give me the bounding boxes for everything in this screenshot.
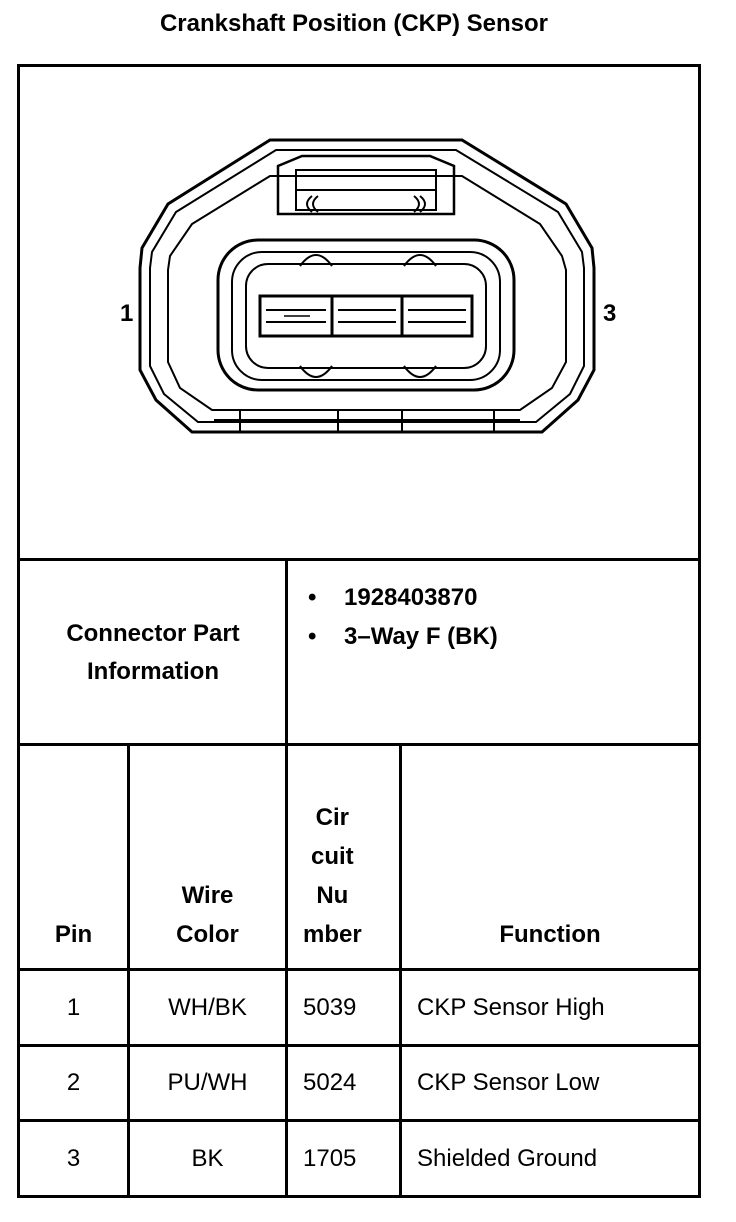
part-info-label-line: Connector Part — [66, 620, 240, 647]
divider-line — [17, 1119, 701, 1122]
header-circuit-number: Cir cuit Nu mber — [288, 746, 399, 968]
table-cell-pin: 1 — [66, 993, 81, 1021]
table-cell-function: Shielded Ground — [417, 1144, 598, 1172]
table-frame — [17, 64, 701, 1198]
part-info-list: • 1928403870 • 3–Way F (BK) — [300, 578, 498, 656]
connector-diagram — [138, 138, 596, 434]
table-cell-wire-color: BK — [191, 1144, 224, 1172]
divider-line — [17, 743, 701, 746]
header-text: Function — [499, 921, 601, 948]
divider-line — [285, 558, 288, 1198]
pin-1-label: 1 — [120, 300, 134, 327]
header-function: Function — [402, 746, 698, 968]
header-wire-color: Wire Color — [130, 746, 285, 968]
bullet-icon: • — [308, 622, 317, 650]
part-info-label-line: Information — [86, 658, 219, 685]
list-item: • 3–Way F (BK) — [300, 617, 498, 656]
list-item: • 1928403870 — [300, 578, 498, 617]
header-text: mber — [303, 921, 362, 948]
header-text: Cir — [315, 804, 350, 831]
table-cell-circuit: 1705 — [303, 1144, 357, 1172]
table-cell-pin: 2 — [66, 1069, 81, 1096]
divider-line — [399, 743, 402, 1198]
bullet-icon: • — [308, 583, 317, 611]
header-text: Wire — [181, 882, 234, 909]
table-cell-pin: 3 — [66, 1144, 81, 1172]
connector-type: 3–Way F (BK) — [344, 622, 498, 650]
divider-line — [17, 1044, 701, 1047]
table-cell-circuit: 5024 — [303, 1069, 357, 1096]
table-cell-function: CKP Sensor Low — [417, 1069, 600, 1096]
divider-line — [127, 743, 130, 1198]
header-pin: Pin — [20, 746, 127, 968]
table-cell-circuit: 5039 — [303, 993, 357, 1021]
table-cell-wire-color: WH/BK — [168, 993, 247, 1021]
divider-line — [17, 968, 701, 971]
page-title: Crankshaft Position (CKP) Sensor — [159, 10, 549, 37]
divider-line — [17, 558, 701, 561]
pin-3-label: 3 — [603, 300, 617, 327]
header-text: Color — [176, 921, 239, 948]
header-text: Nu — [316, 882, 349, 909]
part-info-label: Connector Part Information — [20, 562, 286, 744]
table-cell-function: CKP Sensor High — [417, 993, 605, 1021]
header-text: cuit — [311, 843, 354, 870]
part-number: 1928403870 — [344, 583, 478, 611]
header-pin-text: Pin — [54, 921, 93, 948]
table-cell-wire-color: PU/WH — [167, 1069, 248, 1096]
